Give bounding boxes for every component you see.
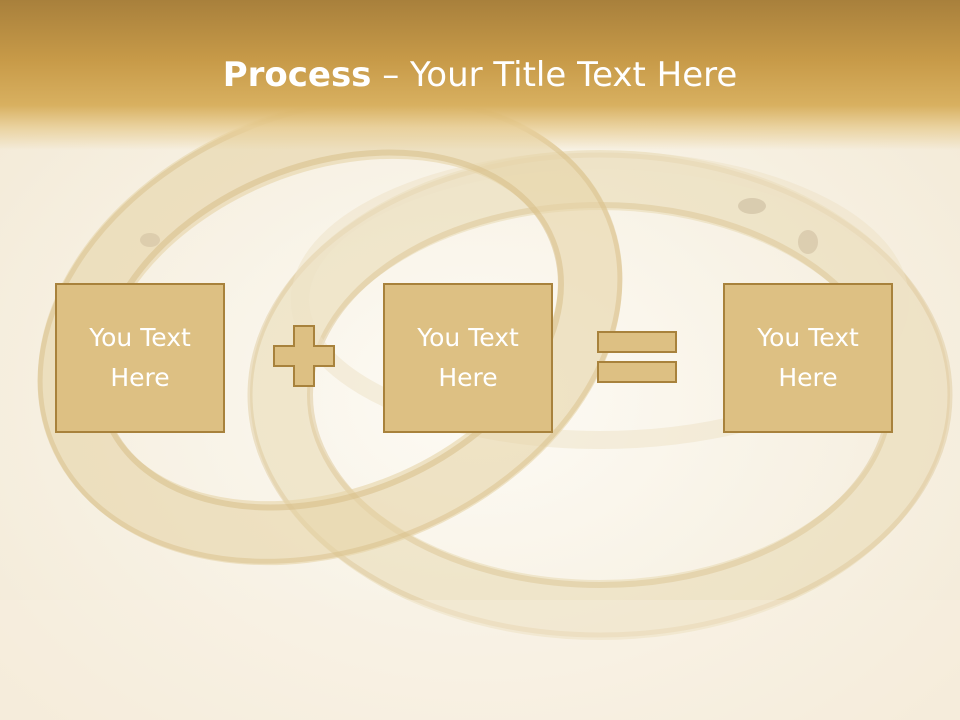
process-box-1[interactable]: You Text Here [55, 283, 225, 433]
process-box-2-line1: You Text [417, 323, 519, 352]
equals-icon [597, 331, 677, 383]
process-box-1-text: You Text Here [75, 318, 205, 398]
process-box-3-line2: Here [778, 363, 838, 392]
plus-icon [273, 325, 335, 387]
process-box-3-line1: You Text [757, 323, 859, 352]
process-box-2[interactable]: You Text Here [383, 283, 553, 433]
process-box-3[interactable]: You Text Here [723, 283, 893, 433]
process-box-3-text: You Text Here [743, 318, 873, 398]
slide-title[interactable]: Process – Your Title Text Here [0, 52, 960, 98]
process-box-1-line2: Here [110, 363, 170, 392]
title-bold-part: Process [222, 55, 372, 95]
title-rest-part: – Your Title Text Here [371, 55, 738, 95]
process-box-1-line1: You Text [89, 323, 191, 352]
header-band [0, 0, 960, 150]
process-box-2-line2: Here [438, 363, 498, 392]
process-box-2-text: You Text Here [403, 318, 533, 398]
